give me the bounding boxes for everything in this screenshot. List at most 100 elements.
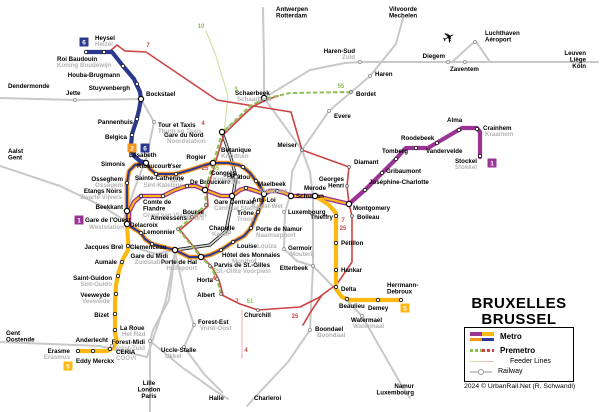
station-label-nl: Graaf van Vlaanderen <box>143 212 207 219</box>
line-badge-box-6 <box>140 143 150 153</box>
station-diegem <box>446 60 450 64</box>
station-label: Botanique <box>221 147 252 154</box>
station-delacroix <box>138 230 144 236</box>
rail-uccle <box>174 251 223 393</box>
station-beekkant <box>123 207 131 215</box>
station-label: Parvis de St.-Gilles <box>214 262 271 269</box>
station-evere <box>327 109 331 113</box>
station-label-nl: COOVI <box>116 355 136 362</box>
station-label: Anderlecht <box>76 337 108 344</box>
station-belgica <box>129 132 135 138</box>
station-anneessens <box>190 215 194 219</box>
station-label: Pétillon <box>341 240 364 247</box>
line-badge-box-5 <box>400 303 410 313</box>
station-label: Herrmann-Debroux <box>387 282 418 295</box>
station-label: Uccle-Stalle <box>161 347 197 354</box>
line-badge-box-6 <box>79 37 89 47</box>
line-badge-2: 2 <box>130 145 134 152</box>
station-label: Belgica <box>105 134 128 141</box>
station-label-nl: Thurn en Taxis <box>158 128 202 135</box>
station-label: Trône <box>237 210 254 217</box>
station-la-roue <box>112 327 118 333</box>
station-h-tel-des-monnaies <box>218 247 224 253</box>
station-label-nl: Centraal Station <box>214 205 262 212</box>
station-pannenhuis <box>134 116 140 122</box>
map-label: Dendermonde <box>8 83 50 90</box>
station-label: Heysel <box>95 35 115 42</box>
station-parc <box>243 185 249 191</box>
route-number-25: 25 <box>340 226 347 232</box>
station-label: Schuman <box>296 193 324 200</box>
station-jos-phine-charlotte <box>362 187 368 193</box>
station-label: Gare de l'Ouest <box>85 217 131 224</box>
station-hankar <box>333 267 339 273</box>
station-label: Etangs Noirs <box>84 188 123 195</box>
station-alma <box>456 127 462 133</box>
station-rogier <box>209 159 217 167</box>
station-label: Merode <box>304 185 327 192</box>
station-label-nl: Veeweide <box>82 298 110 305</box>
station-label-nl: Beurs <box>186 215 204 222</box>
station-label: Madou <box>230 174 250 181</box>
rail-airport-y1 <box>451 42 474 63</box>
station-label: Forest-Midi <box>112 339 146 346</box>
station-label-nl: Kruidtuin <box>221 153 249 160</box>
map-label: Charleroi <box>254 395 281 402</box>
map-label: Simonis <box>101 161 126 168</box>
station-label-nl: Sint-Katelijne <box>143 182 183 189</box>
station-label-nl: Erasmus <box>44 354 71 361</box>
station-label: De Brouckère <box>190 179 231 186</box>
station-anderlecht <box>110 344 114 348</box>
station-boondael <box>308 328 312 332</box>
station-meiser <box>300 148 304 152</box>
rail-airport <box>263 61 599 99</box>
station-label-nl: Noordstation <box>167 138 206 145</box>
station-label-nl: Louiza <box>257 243 277 250</box>
station-label: Maelbeek <box>258 181 286 188</box>
station-porte-de-hal <box>197 253 205 261</box>
feeder-north <box>205 30 229 134</box>
station-comte-de-flandre <box>160 193 166 199</box>
station-label-nl: Troon <box>237 216 254 223</box>
station-label: Montgomery <box>353 205 391 212</box>
station-label: Aumale <box>95 259 118 266</box>
station-label: Gare du Midi <box>131 253 169 260</box>
line-2-6-sample <box>470 337 494 341</box>
station-gribaumont <box>379 170 385 176</box>
station-label-nl: Stokkel <box>455 164 477 171</box>
station-veeweyde <box>113 291 119 297</box>
station-label: Houba-Brugmann <box>68 72 120 79</box>
station-label-nl: Naamsepoort <box>256 232 296 239</box>
station-label: Joséphine-Charlotte <box>369 179 429 186</box>
station-label: Louise <box>237 243 257 250</box>
legend-feeder-label: Feeder Lines <box>510 358 551 365</box>
station-arts-loi <box>260 190 268 198</box>
station-label: Stockel <box>455 158 477 165</box>
station-label: Albert <box>197 292 215 299</box>
station-stuyvenbergh <box>134 81 140 87</box>
station-label-nl: Ukkel <box>165 353 182 360</box>
line-badge-5: 5 <box>66 363 70 370</box>
station-zaventem <box>463 60 467 64</box>
station-osseghem <box>124 180 130 186</box>
station-label: Jacques Brel <box>84 244 123 251</box>
map-label: Halle <box>209 395 224 402</box>
station-etterbeek <box>311 264 315 268</box>
station-label-nl: Park <box>227 179 241 186</box>
route-number-25: 25 <box>292 314 299 320</box>
legend-row-feeder: Feeder Lines <box>470 358 568 365</box>
station-sainte-catherine <box>184 183 190 189</box>
station-label-nl: Watermaal <box>353 323 384 330</box>
rail-antwerpen <box>262 7 265 99</box>
station-roodebeek <box>413 145 419 151</box>
station-label: Etterbeek <box>280 265 309 272</box>
station-label: Zaventem <box>450 66 479 73</box>
